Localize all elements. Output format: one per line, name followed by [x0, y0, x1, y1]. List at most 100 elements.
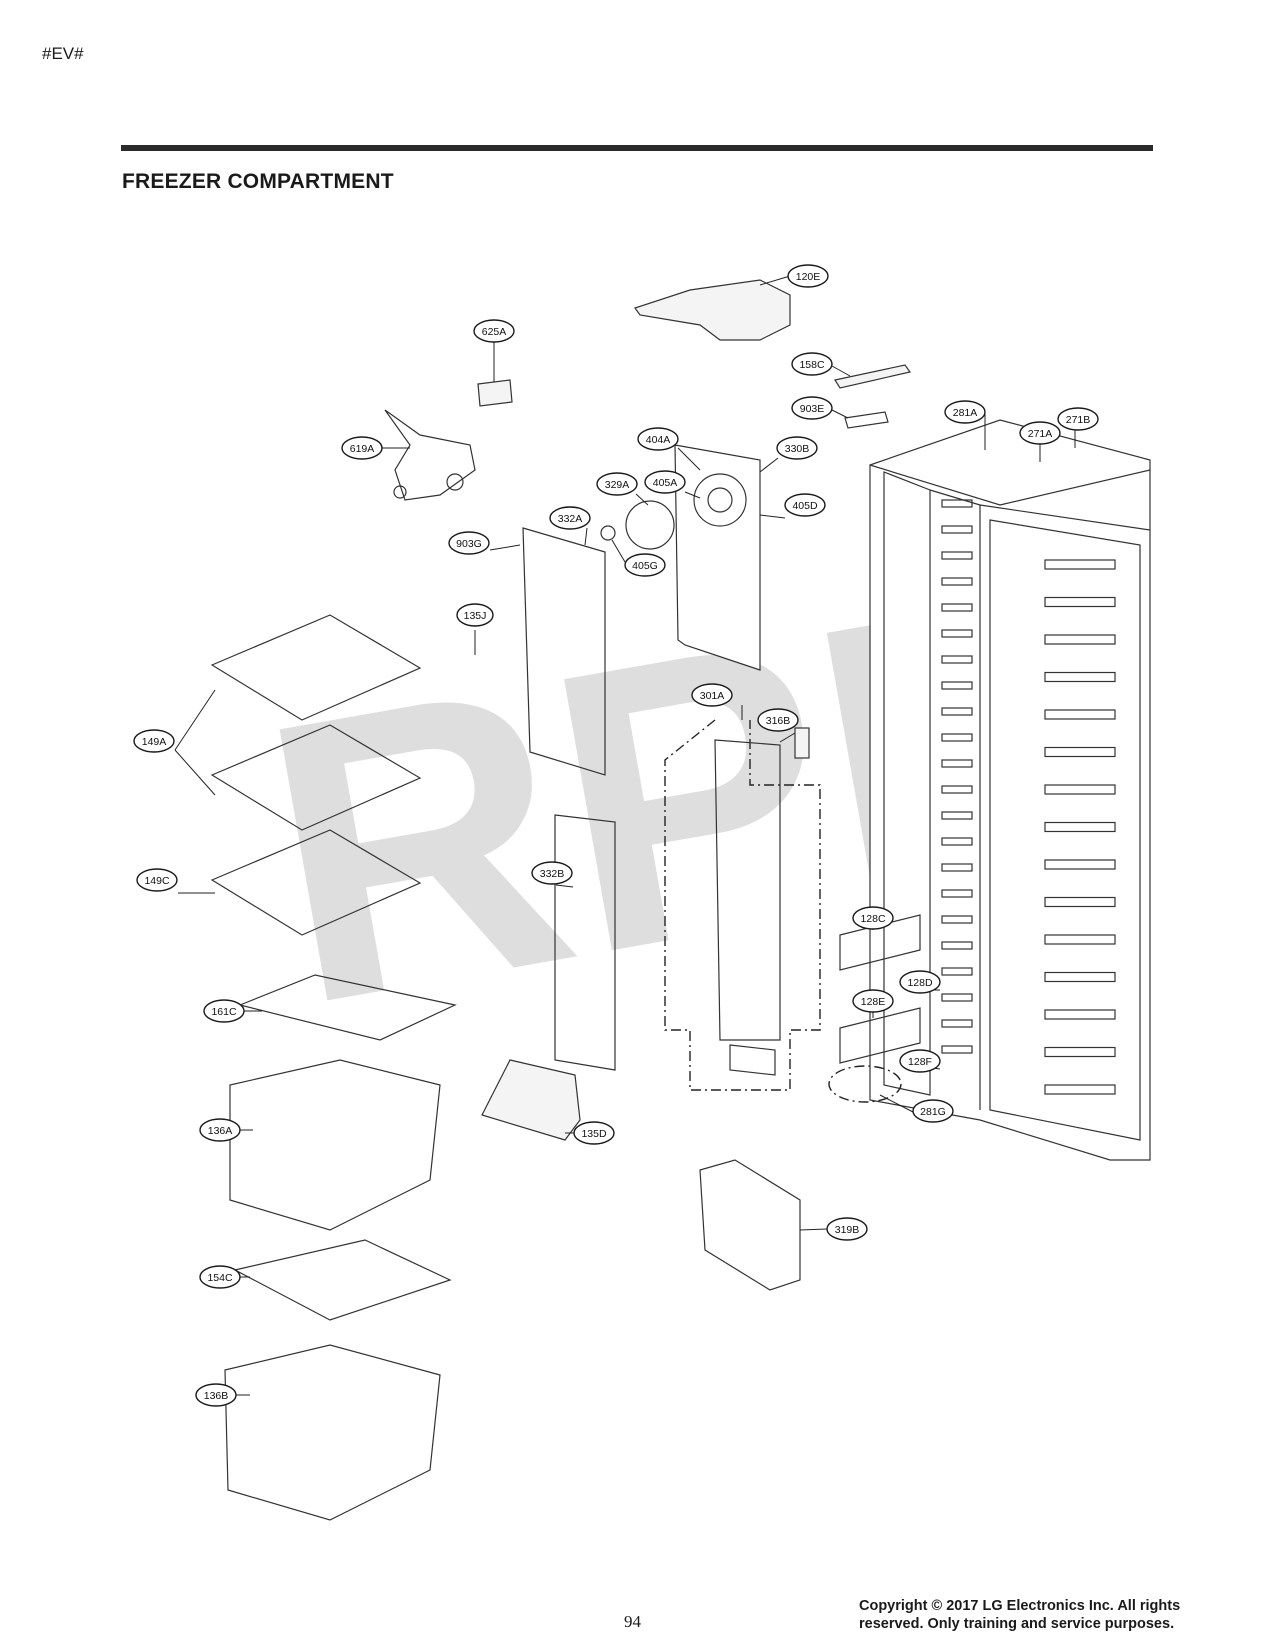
part-301a-evaporator: [664, 719, 821, 1091]
svg-text:128D: 128D: [907, 977, 933, 989]
cabinet-rib: [1044, 671, 1116, 683]
svg-text:301A: 301A: [700, 690, 725, 702]
callout-154c: 154C: [199, 1265, 241, 1289]
part-319b-housing: [699, 1159, 801, 1291]
callout-128c: 128C: [852, 906, 894, 930]
svg-text:154C: 154C: [207, 1272, 233, 1284]
cabinet-slot: [941, 525, 973, 534]
callout-332b: 332B: [531, 861, 573, 885]
svg-text:271B: 271B: [1066, 414, 1091, 426]
callout-329a: 329A: [596, 472, 638, 496]
callout-405g: 405G: [624, 553, 666, 577]
svg-text:271A: 271A: [1028, 428, 1053, 440]
cabinet-rib: [1044, 559, 1116, 570]
callout-404a: 404A: [637, 427, 679, 451]
svg-text:128E: 128E: [861, 996, 886, 1008]
cabinet-slots: [941, 499, 1116, 1095]
cabinet-slot: [941, 577, 973, 586]
cabinet-slot: [941, 785, 973, 794]
callout-271a: 271A: [1019, 421, 1061, 445]
svg-text:330B: 330B: [785, 443, 810, 455]
svg-text:128C: 128C: [860, 913, 886, 925]
callout-158c: 158C: [791, 352, 833, 376]
part-903e-strip: [844, 411, 889, 429]
part-135d-front: [481, 1059, 581, 1141]
callout-903e: 903E: [791, 396, 833, 420]
part-281g-hinge: [828, 1065, 902, 1103]
cabinet-slot: [941, 967, 973, 976]
part-158c-bar: [834, 364, 912, 389]
cabinet-rib: [1044, 596, 1116, 608]
copyright-notice: Copyright © 2017 LG Electronics Inc. All…: [859, 1598, 1181, 1632]
part-149a-shelf-2: [210, 724, 422, 831]
part-128e-rail: [839, 1007, 921, 1064]
cabinet-rib: [1044, 1084, 1116, 1095]
cabinet-rib: [1044, 709, 1116, 720]
svg-text:404A: 404A: [646, 434, 671, 446]
cabinet-slot: [941, 863, 973, 872]
svg-text:625A: 625A: [482, 326, 507, 338]
callout-135j: 135J: [456, 603, 494, 627]
svg-text:405A: 405A: [653, 477, 678, 489]
part-161c-frame: [238, 974, 457, 1041]
section-title: FREEZER COMPARTMENT: [122, 170, 394, 193]
part-149c-shelf: [210, 829, 422, 936]
cabinet-slot: [941, 889, 973, 898]
callout-330b: 330B: [776, 436, 818, 460]
part-332a-grille: [522, 527, 606, 776]
callout-281g: 281G: [912, 1099, 954, 1123]
callout-625a: 625A: [473, 319, 515, 343]
callout-128d: 128D: [899, 970, 941, 994]
svg-text:128F: 128F: [908, 1056, 932, 1068]
callout-149a: 149A: [133, 729, 175, 753]
callout-316b: 316B: [757, 708, 799, 732]
part-128c-rail: [839, 914, 921, 971]
part-136a-drawer: [229, 1059, 441, 1231]
svg-text:149C: 149C: [144, 875, 170, 887]
callout-136a: 136A: [199, 1118, 241, 1142]
part-120e-top-cover: [634, 279, 791, 341]
callout-619a: 619A: [341, 436, 383, 460]
svg-text:332A: 332A: [558, 513, 583, 525]
cabinet-slot: [941, 707, 973, 716]
cabinet-slot: [941, 681, 973, 690]
callout-405a: 405A: [644, 470, 686, 494]
cabinet-rib: [1044, 934, 1116, 945]
cabinet-rib: [1044, 746, 1116, 758]
callout-135d: 135D: [573, 1121, 615, 1145]
callout-136b: 136B: [195, 1383, 237, 1407]
cabinet-rib: [1044, 821, 1116, 833]
svg-text:120E: 120E: [796, 271, 821, 283]
part-619a-valve: [384, 409, 476, 501]
svg-text:158C: 158C: [799, 359, 825, 371]
cabinet-slot: [941, 915, 973, 924]
svg-text:281G: 281G: [920, 1106, 946, 1118]
cabinet-rib: [1044, 1009, 1116, 1020]
svg-text:619A: 619A: [350, 443, 375, 455]
cabinet-slot: [941, 811, 973, 820]
cabinet-slot: [941, 655, 973, 664]
cabinet-slot: [941, 941, 973, 950]
callout-128f: 128F: [899, 1049, 941, 1073]
svg-text:135J: 135J: [464, 610, 487, 622]
svg-text:135D: 135D: [581, 1128, 607, 1140]
part-154c-tray: [233, 1239, 452, 1321]
svg-text:405D: 405D: [792, 500, 818, 512]
callout-903g: 903G: [448, 531, 490, 555]
cabinet-slot: [941, 629, 973, 638]
page-number: 94: [624, 1612, 641, 1631]
callout-161c: 161C: [203, 999, 245, 1023]
part-332b-cover: [554, 814, 616, 1071]
svg-text:329A: 329A: [605, 479, 630, 491]
part-625a-cover: [477, 379, 513, 407]
svg-text:316B: 316B: [766, 715, 791, 727]
svg-text:903E: 903E: [800, 403, 825, 415]
part-329a-fan: [625, 500, 675, 550]
callout-149c: 149C: [136, 868, 178, 892]
cabinet-rib: [1044, 634, 1116, 645]
cabinet-rib: [1044, 896, 1116, 908]
svg-text:319B: 319B: [835, 1224, 860, 1236]
svg-text:281A: 281A: [953, 407, 978, 419]
callout-405d: 405D: [784, 493, 826, 517]
